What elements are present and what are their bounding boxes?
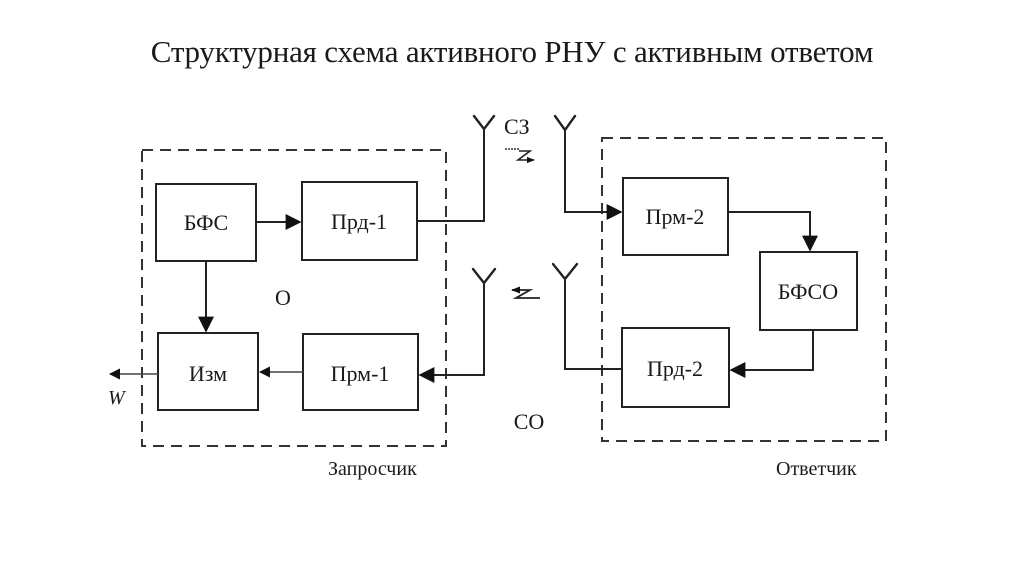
interrogator-group-border xyxy=(141,149,447,447)
response-signal-label: СО xyxy=(514,409,545,434)
block-bfso-label: БФСО xyxy=(778,279,838,304)
block-izm[interactable]: Изм xyxy=(157,332,259,411)
block-prd1[interactable]: Прд-1 xyxy=(301,181,418,261)
wire-bfso-to-prd2 xyxy=(729,330,814,378)
interrogator-center-label: О xyxy=(275,285,291,310)
wire-prd1-to-antenna xyxy=(417,130,485,222)
output-label-w: W xyxy=(108,387,127,409)
block-prd2-label: Прд-2 xyxy=(647,356,703,381)
signal-wave-right-icon xyxy=(505,148,535,164)
wire-antenna-to-prm1 xyxy=(418,284,485,383)
block-izm-label: Изм xyxy=(189,361,227,386)
signal-request-label: СЗ xyxy=(504,114,530,139)
block-prm2[interactable]: Прм-2 xyxy=(622,177,729,256)
block-prd2[interactable]: Прд-2 xyxy=(621,327,730,408)
antenna-icon xyxy=(471,267,497,285)
antenna-icon xyxy=(553,114,577,133)
block-prm1[interactable]: Прм-1 xyxy=(302,333,419,411)
block-bfs[interactable]: БФС xyxy=(155,183,257,262)
block-prd1-label: Прд-1 xyxy=(331,209,387,234)
wire-antenna-to-prm2 xyxy=(564,130,623,220)
block-bfs-label: БФС xyxy=(184,210,228,235)
antenna-icon xyxy=(472,114,496,131)
wire-prd2-to-antenna xyxy=(564,280,622,370)
block-bfso[interactable]: БФСО xyxy=(759,251,858,331)
signal-wave-left-icon xyxy=(511,286,540,299)
responder-group-border xyxy=(601,137,887,442)
block-prm1-label: Прм-1 xyxy=(331,361,390,386)
antenna-icon xyxy=(551,262,579,281)
responder-label: Ответчик xyxy=(776,458,857,480)
interrogator-label: Запросчик xyxy=(328,458,417,480)
page-title: Структурная схема активного РНУ с активн… xyxy=(150,34,874,69)
block-prm2-label: Прм-2 xyxy=(646,204,705,229)
wire-prm2-to-bfso xyxy=(728,211,818,252)
